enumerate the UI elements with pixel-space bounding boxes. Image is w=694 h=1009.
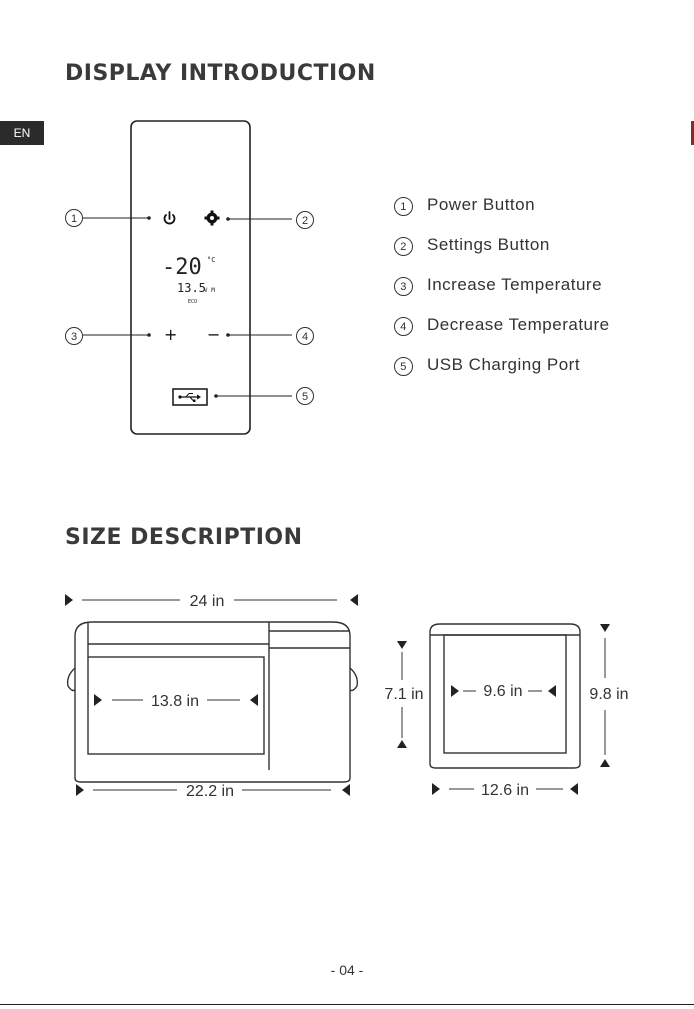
front-inner-width-label: 13.8 in [151, 693, 199, 710]
page-number: - 04 - [0, 962, 694, 978]
side-inner-width-label: 9.6 in [483, 683, 522, 700]
side-total-height-label: 9.8 in [589, 686, 628, 703]
front-base-width-label: 22.2 in [186, 783, 234, 800]
front-total-width-label: 24 in [190, 593, 225, 610]
front-view [68, 622, 358, 782]
bottom-rule [0, 1004, 694, 1005]
side-base-width-label: 12.6 in [481, 782, 529, 799]
side-inner-height-label: 7.1 in [384, 686, 423, 703]
